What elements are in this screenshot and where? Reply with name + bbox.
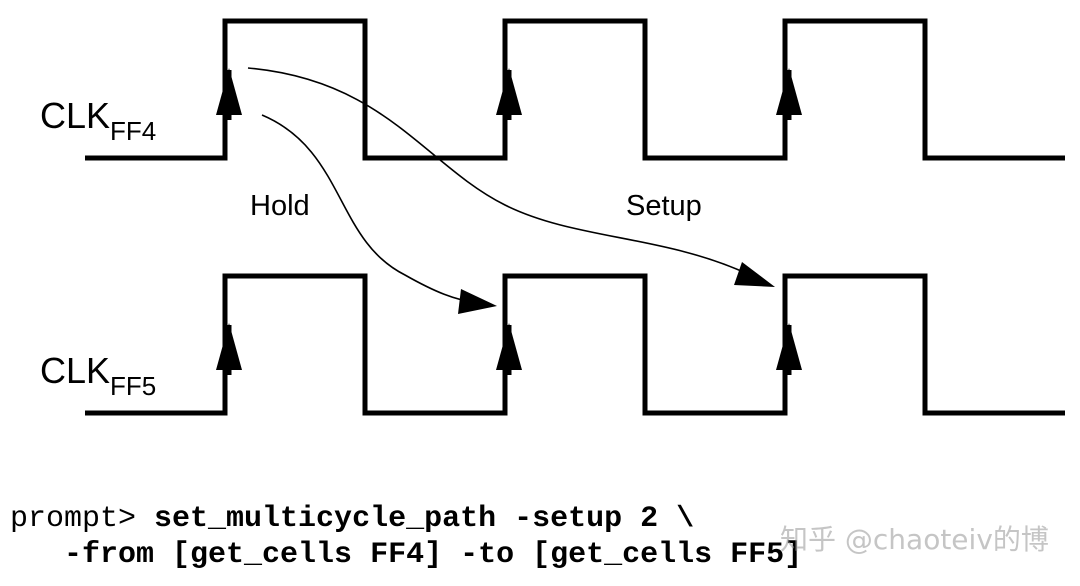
clk-ff5-waveform	[85, 273, 1065, 416]
command-text: set_multicycle_path -setup 2 \	[154, 502, 695, 536]
rising-edge-arrow-icon	[496, 68, 522, 120]
clk-ff4-edge-arrows	[216, 68, 802, 120]
clk-ff5-label: CLKFF5	[40, 350, 156, 401]
command-continuation: -from [get_cells FF4] -to [get_cells FF5…	[64, 538, 803, 572]
prompt-text: prompt>	[10, 502, 155, 536]
rising-edge-arrow-icon	[776, 68, 802, 120]
command-line-2: -from [get_cells FF4] -to [get_cells FF5…	[10, 538, 802, 572]
rising-edge-arrow-icon	[496, 323, 522, 375]
clk-ff4-label: CLKFF4	[40, 95, 156, 146]
setup-path-arrow	[247, 67, 775, 287]
timing-diagram: CLKFF4 CLKFF5	[40, 18, 1065, 416]
hold-label: Hold	[250, 190, 310, 222]
setup-label: Setup	[626, 190, 702, 222]
clk-ff4-waveform	[85, 18, 1065, 161]
rising-edge-arrow-icon	[776, 323, 802, 375]
rising-edge-arrow-icon	[216, 68, 242, 120]
clk-ff5-edge-arrows	[216, 323, 802, 375]
hold-path-arrow	[261, 114, 497, 314]
rising-edge-arrow-icon	[216, 323, 242, 375]
watermark: 知乎 @chaoteiv的博	[780, 523, 1049, 556]
command-line-1: prompt> set_multicycle_path -setup 2 \	[10, 502, 694, 536]
